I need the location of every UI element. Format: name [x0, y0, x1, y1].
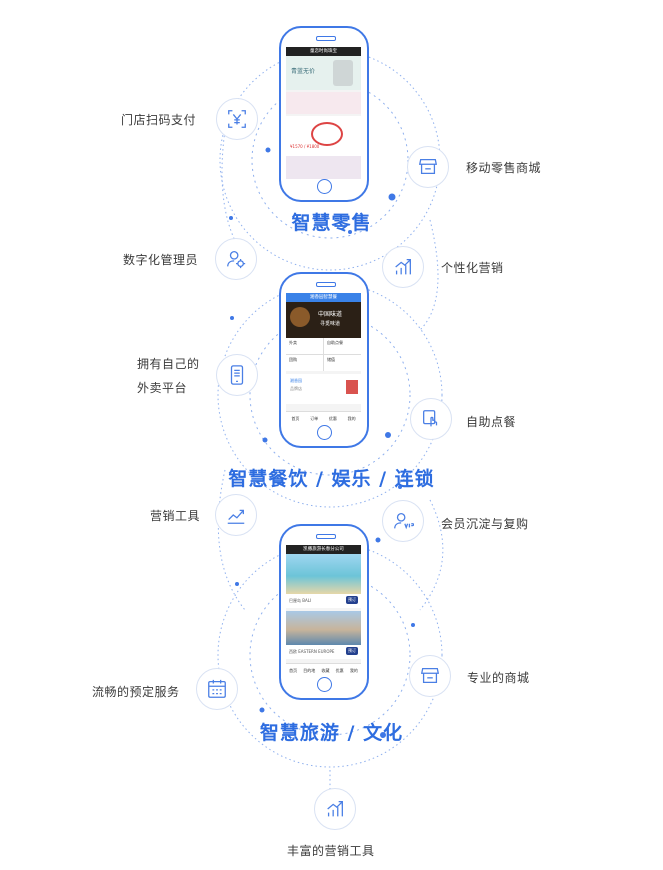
- feature-mobile-mall: 移动零售商城: [466, 161, 542, 175]
- shop-icon: [420, 668, 440, 684]
- catering-menu-item[interactable]: 自助点餐: [324, 338, 361, 354]
- feature-mobile-mall-icon-circle: [407, 146, 449, 188]
- catering-banner-line2: 寻觅味道: [320, 321, 341, 327]
- catering-shop-card[interactable]: 湘香园 品牌店: [286, 374, 361, 404]
- tab-home[interactable]: 首页: [291, 415, 300, 421]
- feature-digital-admin-icon-circle: [215, 238, 257, 280]
- catering-menu-item[interactable]: 外卖: [286, 338, 323, 354]
- tab-destination[interactable]: 目的地: [303, 667, 316, 673]
- feature-own-delivery-icon-circle: [216, 354, 258, 396]
- retail-app-header: 童恋时尚珠宝: [286, 47, 361, 56]
- travel-tabbar: 首页 目的地 收藏 优惠 我的: [286, 663, 361, 677]
- feature-marketing-tools-icon-circle: [215, 494, 257, 536]
- feature-member-repurchase-icon-circle: [382, 500, 424, 542]
- catering-menu-item[interactable]: 团购: [286, 355, 323, 371]
- user-gear-icon: [227, 251, 246, 269]
- shop-note: 品牌店: [290, 386, 302, 391]
- phone-menu-icon: [230, 365, 244, 385]
- yen-scan-icon: [228, 110, 246, 128]
- travel-card-1-caption: 巴厘岛 BALI: [289, 598, 312, 603]
- feature-personal-marketing-icon-circle: [382, 246, 424, 288]
- travel-card-2-caption: 西欧 EASTERN EUROPE: [289, 649, 335, 654]
- catering-banner: 中国味道 寻觅味道: [286, 302, 361, 338]
- tab-offers[interactable]: 优惠: [328, 415, 337, 421]
- feature-rich-tools-icon-circle: [314, 788, 356, 830]
- tab-home[interactable]: 首页: [289, 667, 298, 673]
- section-title-retail: 智慧零售: [291, 212, 372, 234]
- feature-self-order-icon-circle: [410, 398, 452, 440]
- feature-own-delivery-line2: 外卖平台: [137, 381, 188, 395]
- catering-tabbar: 首页 订单 优惠 我的: [286, 411, 361, 425]
- feature-rich-tools: 丰富的营销工具: [287, 844, 375, 858]
- travel-beach-image: [286, 554, 361, 594]
- book-button[interactable]: 预订: [346, 596, 358, 604]
- retail-product-card[interactable]: ¥1570 / ¥1800: [286, 116, 361, 156]
- phone-speaker: [316, 36, 336, 41]
- feature-pro-mall-icon-circle: [409, 655, 451, 697]
- catering-menu-item[interactable]: 储值: [324, 355, 361, 371]
- phone-home-button: [317, 425, 332, 440]
- tab-orders[interactable]: 订单: [310, 415, 319, 421]
- phone-home-button: [317, 677, 332, 692]
- retail-banner-text: 青蓝无价: [291, 68, 316, 75]
- travel-card-1[interactable]: 巴厘岛 BALI 预订: [286, 594, 361, 608]
- feature-own-delivery-line1: 拥有自己的: [137, 357, 200, 371]
- travel-app-header: 凯撒旅游长春分公司: [286, 545, 361, 554]
- tap-icon: [423, 410, 438, 427]
- feature-store-pay: 门店扫码支付: [121, 113, 197, 127]
- retail-banner: 青蓝无价: [286, 56, 361, 90]
- growth-chart-icon: [327, 801, 343, 817]
- feature-member-repurchase: 会员沉淀与复购: [441, 517, 529, 531]
- feature-booking-icon-circle: [196, 668, 238, 710]
- feature-pro-mall: 专业的商城: [467, 671, 530, 685]
- catering-app-header: 湘香园智慧餐: [286, 293, 361, 302]
- vip-user-icon: [394, 513, 414, 530]
- tab-favorites[interactable]: 收藏: [321, 667, 330, 673]
- trend-line-icon: [227, 509, 245, 524]
- bracelet-image: [311, 122, 343, 146]
- retail-phone: 童恋时尚珠宝 青蓝无价 ¥1570 / ¥1800: [279, 26, 369, 202]
- catering-banner-line1: 中国味道: [318, 311, 343, 318]
- retail-price: ¥1570 / ¥1800: [290, 144, 320, 149]
- phone-speaker: [316, 282, 336, 287]
- section-title-catering: 智慧餐饮 / 娱乐 / 连锁: [228, 468, 435, 490]
- feature-personal-marketing: 个性化营销: [441, 261, 504, 275]
- retail-app-screen: 童恋时尚珠宝 青蓝无价 ¥1570 / ¥1800: [286, 47, 361, 179]
- food-image: [290, 307, 310, 327]
- feature-digital-admin: 数字化管理员: [123, 253, 199, 267]
- calendar-icon: [208, 679, 226, 698]
- feature-booking: 流畅的预定服务: [92, 685, 180, 699]
- tab-me[interactable]: 我的: [347, 415, 356, 421]
- retail-footer-area: [286, 156, 361, 179]
- red-envelope-image: [346, 380, 358, 394]
- retail-product-strip: [286, 92, 361, 114]
- travel-app-screen: 凯撒旅游长春分公司 巴厘岛 BALI 预订 西欧 EASTERN EUROPE …: [286, 545, 361, 677]
- catering-app-screen: 湘香园智慧餐 中国味道 寻觅味道 外卖 自助点餐 团购 储值 湘香园 品牌店 首…: [286, 293, 361, 425]
- travel-city-image: [286, 611, 361, 645]
- growth-chart-icon: [395, 259, 411, 275]
- catering-menu-grid: 外卖 自助点餐 团购 储值: [286, 338, 361, 371]
- feature-self-order: 自助点餐: [466, 415, 517, 429]
- jewelry-image: [333, 60, 353, 86]
- shop-icon: [418, 159, 438, 175]
- section-title-travel: 智慧旅游 / 文化: [259, 722, 404, 744]
- phone-speaker: [316, 534, 336, 539]
- book-button[interactable]: 预订: [346, 647, 358, 655]
- feature-marketing-tools: 营销工具: [150, 509, 201, 523]
- phone-home-button: [317, 179, 332, 194]
- tab-me[interactable]: 我的: [349, 667, 358, 673]
- travel-phone: 凯撒旅游长春分公司 巴厘岛 BALI 预订 西欧 EASTERN EUROPE …: [279, 524, 369, 700]
- travel-card-2[interactable]: 西欧 EASTERN EUROPE 预订: [286, 645, 361, 659]
- shop-name: 湘香园: [290, 378, 302, 383]
- tab-offers[interactable]: 优惠: [335, 667, 344, 673]
- catering-phone: 湘香园智慧餐 中国味道 寻觅味道 外卖 自助点餐 团购 储值 湘香园 品牌店 首…: [279, 272, 369, 448]
- feature-store-pay-icon-circle: [216, 98, 258, 140]
